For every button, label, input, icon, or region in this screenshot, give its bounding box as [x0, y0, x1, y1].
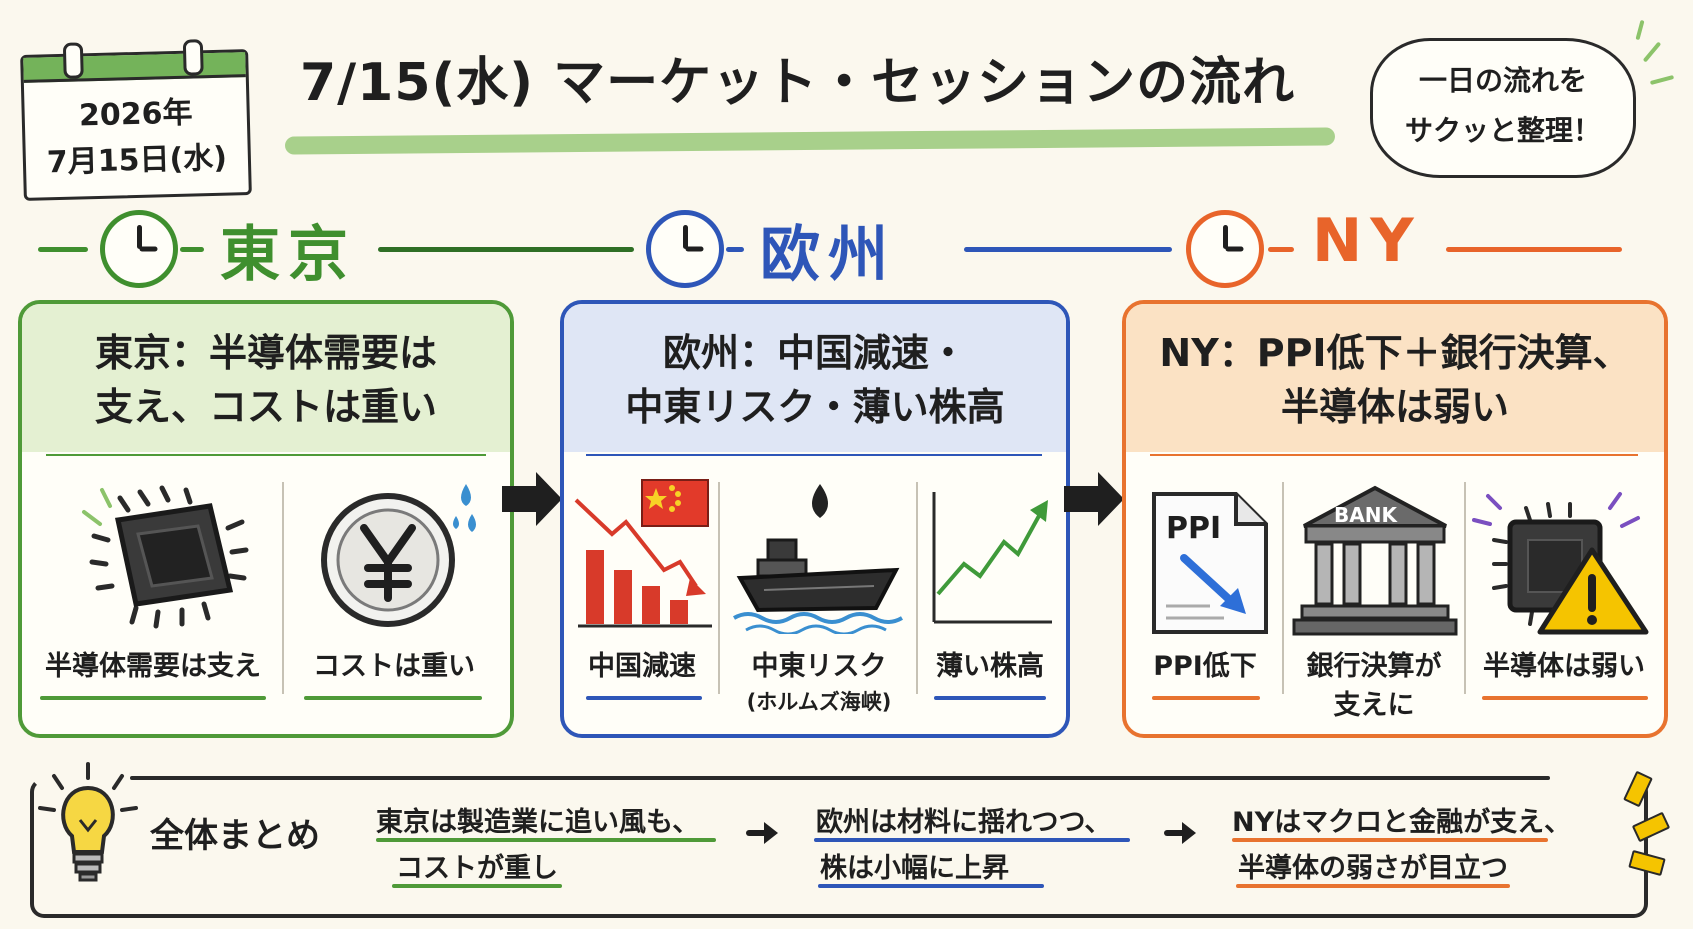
oil-tanker-icon	[733, 484, 903, 634]
tokyo-session-title: 東京	[220, 220, 356, 290]
yen-coin-icon	[321, 484, 476, 627]
bank-icon: BANK	[1292, 485, 1458, 636]
ny-panel-header: NY：PPI低下＋銀行決算、 半導体は弱い	[1126, 304, 1664, 452]
calendar-date: 7月15日(水)	[46, 140, 228, 181]
sparkle-icon	[1649, 74, 1675, 86]
europe-item-separator	[718, 482, 720, 694]
europe-item-separator	[916, 482, 918, 694]
summary-europe-line-2: 株は小幅に上昇	[820, 853, 1009, 884]
summary-ny-underline-1	[1232, 838, 1548, 842]
ny-item-separator	[1464, 482, 1466, 694]
declining-bar-chart-icon	[574, 479, 712, 628]
summary-europe-line-1: 欧州は材料に揺れつつ、	[816, 807, 1112, 838]
sparkle-icon	[1635, 19, 1645, 41]
bubble-line-2: サクッと整理！	[1404, 114, 1601, 147]
summary-tokyo-underline-2	[392, 884, 562, 888]
europe-panel-header: 欧州：中国減速・ 中東リスク・薄い株高	[564, 304, 1066, 452]
flow-arrow-icon	[502, 472, 562, 526]
tokyo-clock-icon	[100, 210, 178, 288]
tokyo-header-line	[378, 247, 634, 252]
summary-tokyo-line-2: コストが重し	[396, 853, 558, 884]
tokyo-header-line	[38, 247, 88, 252]
svg-text:BANK: BANK	[1334, 503, 1398, 527]
ny-item-label-1: PPI低下	[1153, 651, 1257, 682]
tokyo-headline-line-1: 東京：半導体需要は	[94, 331, 437, 375]
summary-label: 全体まとめ	[150, 816, 320, 856]
ny-item-separator	[1282, 482, 1284, 694]
summary-arrow-icon	[1164, 822, 1196, 844]
sparkle-icon	[1623, 770, 1653, 808]
europe-item-label-3: 薄い株高	[936, 651, 1044, 682]
ny-item-label-3: 半導体は弱い	[1483, 651, 1645, 682]
tokyo-item-underline-1	[40, 696, 266, 700]
ny-item-underline-3	[1482, 696, 1648, 700]
europe-item-label-1: 中国減速	[588, 651, 696, 682]
summary-frame	[30, 778, 1648, 918]
summary-tokyo-line-1: 東京は製造業に追い風も、	[376, 807, 700, 838]
europe-headline-line-2: 中東リスク・薄い株高	[625, 385, 1005, 429]
tokyo-panel: 東京：半導体需要は 支え、コストは重い 半導体需要は支え コス	[18, 300, 514, 738]
ny-divider	[1150, 454, 1638, 456]
europe-divider	[586, 454, 1042, 456]
summary-arrow-icon	[746, 822, 778, 844]
summary-europe-underline-1	[814, 838, 1130, 842]
calendar-band	[23, 52, 246, 83]
lightbulb-icon	[38, 762, 138, 882]
rising-line-chart-icon	[932, 492, 1052, 624]
summary-tokyo-underline-1	[376, 838, 716, 842]
sparkle-icon	[1642, 41, 1662, 63]
ny-headline-line-2: 半導体は弱い	[1280, 385, 1509, 429]
europe-item-underline-3	[934, 696, 1046, 700]
calendar-ring-icon	[182, 39, 204, 76]
summary-europe-underline-2	[818, 884, 1044, 888]
chip-warning-icon	[1472, 492, 1649, 635]
svg-text:PPI: PPI	[1166, 511, 1221, 546]
europe-header-line	[726, 247, 744, 252]
tokyo-divider	[46, 454, 486, 456]
summary-ny-line-1: NYはマクロと金融が支え、	[1232, 807, 1572, 838]
summary-bubble: 一日の流れを サクッと整理！	[1370, 38, 1636, 178]
title-underline	[284, 127, 1336, 155]
europe-session-title: 欧州	[760, 220, 896, 290]
europe-panel: 欧州：中国減速・ 中東リスク・薄い株高 中国減速 中東リス	[560, 300, 1070, 738]
ny-headline-line-1: NY：PPI低下＋銀行決算、	[1159, 331, 1631, 375]
europe-header-line	[964, 247, 1172, 252]
tokyo-item-separator	[282, 482, 284, 694]
tokyo-item-underline-2	[304, 696, 482, 700]
summary-ny-underline-2	[1236, 884, 1510, 888]
summary-top-line	[130, 776, 1550, 780]
ny-session-title: NY	[1312, 206, 1422, 276]
tokyo-item-label-1: 半導体需要は支え	[45, 651, 261, 682]
ppi-document-icon: PPI	[1152, 492, 1268, 634]
calendar-year: 2026年	[78, 95, 193, 134]
calendar-ring-icon	[62, 42, 84, 79]
bubble-line-1: 一日の流れを	[1418, 64, 1587, 97]
tokyo-item-label-2: コストは重い	[313, 651, 475, 682]
europe-item-label-2: 中東リスク	[751, 651, 887, 682]
ny-item-label-2-line-1: 銀行決算が	[1306, 651, 1442, 682]
summary-ny-line-2: 半導体の弱さが目立つ	[1238, 853, 1508, 884]
ny-item-label-2-line-2: 支えに	[1333, 690, 1415, 721]
ny-header-line	[1268, 247, 1294, 252]
europe-clock-icon	[646, 210, 724, 288]
flow-arrow-icon	[1064, 472, 1124, 526]
ny-panel: NY：PPI低下＋銀行決算、 半導体は弱い PPI BANK	[1122, 300, 1668, 738]
tokyo-header-line	[180, 247, 204, 252]
ny-clock-icon	[1186, 210, 1264, 288]
ny-header-line	[1446, 247, 1622, 252]
europe-headline-line-1: 欧州：中国減速・	[662, 331, 967, 375]
ny-item-underline-1	[1152, 696, 1260, 700]
europe-item-sublabel-2: (ホルムズ海峡)	[746, 690, 892, 714]
europe-item-underline-1	[586, 696, 702, 700]
chip-icon	[82, 485, 249, 629]
page-title: 7/15(水) マーケット・セッションの流れ	[300, 53, 1296, 113]
tokyo-panel-header: 東京：半導体需要は 支え、コストは重い	[22, 304, 510, 452]
tokyo-headline-line-2: 支え、コストは重い	[94, 385, 437, 429]
calendar-date-card: 2026年 7月15日(水)	[20, 39, 252, 201]
